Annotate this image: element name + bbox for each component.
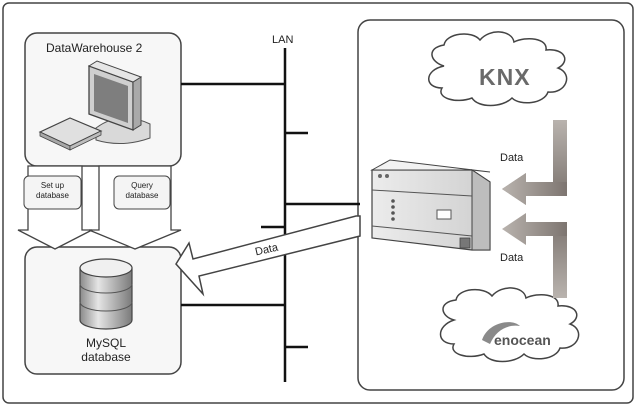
lan-bus xyxy=(181,48,360,382)
setup-database-label: Set up database xyxy=(24,181,81,201)
query-database-box xyxy=(113,175,171,210)
knx-cloud-icon xyxy=(428,31,568,107)
lan-label: LAN xyxy=(272,34,294,46)
enocean-cloud-icon xyxy=(439,287,580,363)
gateway-device-icon xyxy=(370,159,491,251)
query-line-2: database xyxy=(125,191,159,200)
data-arrow-to-mysql xyxy=(175,215,361,297)
mysql-line-2: database xyxy=(81,350,131,364)
data-label-bottom: Data xyxy=(500,252,524,264)
knx-logo-text: KNX xyxy=(479,64,531,90)
setup-database-box xyxy=(23,175,82,210)
query-database-label: Query database xyxy=(114,181,170,201)
datawarehouse-title: DataWarehouse 2 xyxy=(46,41,143,55)
setup-line-1: Set up xyxy=(40,181,65,190)
enocean-logo-text: enocean xyxy=(494,332,551,348)
knx-data-arrow xyxy=(502,120,567,205)
mysql-line-1: MySQL xyxy=(85,336,126,350)
query-line-1: Query xyxy=(131,181,153,190)
enocean-data-arrow xyxy=(502,213,567,298)
mysql-database-label: MySQL database xyxy=(65,336,147,364)
database-icon xyxy=(79,258,133,330)
setup-line-2: database xyxy=(36,191,69,200)
computer-icon xyxy=(38,60,151,151)
data-label-top: Data xyxy=(500,152,524,164)
